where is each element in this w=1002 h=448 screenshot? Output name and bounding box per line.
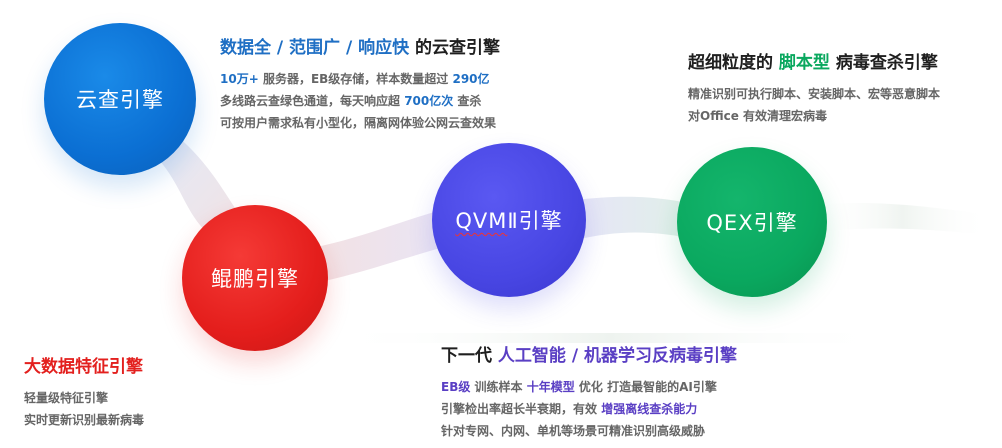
cloud-line-1-c: 290亿 — [452, 72, 490, 86]
qex-engine-label: QEX引擎 — [706, 211, 798, 235]
qvm-line-1-d: 优化 打造最智能的AI引擎 — [574, 380, 717, 394]
cloud-heading-highlight: 数据全 / 范围广 / 响应快 — [220, 38, 410, 58]
cloud-line-1: 10万+ 服务器，EB级存储，样本数量超过 290亿 — [220, 70, 500, 87]
qex-heading-highlight: 脚本型 — [778, 53, 830, 73]
qvm-line-2: 引擎检出率超长半衰期，有效 增强离线查杀能力 — [441, 400, 737, 417]
qex-heading-a: 超细粒度的 — [688, 53, 779, 73]
cloud-engine-node: 云查引擎 — [44, 23, 196, 175]
cloud-line-2: 多线路云查绿色通道，每天响应超 700亿次 查杀 — [220, 92, 500, 109]
qvm-line-1-c: 十年模型 — [526, 380, 575, 394]
connector-kunpeng-qvm — [300, 205, 470, 285]
kunpeng-engine-node: 鲲鹏引擎 — [182, 205, 328, 351]
kunpeng-line-2: 实时更新识别最新病毒 — [24, 413, 145, 427]
qex-line-1: 精准识别可执行脚本、安装脚本、宏等恶意脚本 — [688, 87, 941, 101]
qvm-heading-a: 下一代 — [441, 346, 498, 366]
qvm-line-3: 针对专网、内网、单机等场景可精准识别高级威胁 — [441, 424, 706, 438]
kunpeng-engine-heading: 大数据特征引擎 — [24, 357, 143, 377]
cloud-engine-label: 云查引擎 — [76, 88, 164, 112]
cloud-heading-rest: 的云查引擎 — [409, 38, 501, 58]
qvm-heading-highlight: 人工智能 / 机器学习反病毒引擎 — [497, 346, 737, 366]
qvm-engine-description: 下一代 人工智能 / 机器学习反病毒引擎 EB级 训练样本 十年模型 优化 打造… — [441, 341, 737, 439]
qex-engine-description: 超细粒度的 脚本型 病毒查杀引擎 精准识别可执行脚本、安装脚本、宏等恶意脚本 对… — [688, 48, 940, 124]
qvm-line-1-b: 训练样本 — [470, 380, 527, 394]
qvm-line-2-a: 引擎检出率超长半衰期，有效 — [441, 402, 602, 416]
qvm-engine-label: QVMⅡ引擎 — [455, 205, 562, 235]
qex-engine-node: QEX引擎 — [677, 147, 827, 297]
cloud-line-2-c: 查杀 — [453, 94, 482, 108]
qvm-engine-node: QVMⅡ引擎 — [432, 143, 586, 297]
connector-qex-tail — [815, 203, 990, 235]
cloud-engine-heading: 数据全 / 范围广 / 响应快 的云查引擎 — [220, 33, 500, 58]
kunpeng-engine-description: 大数据特征引擎 轻量级特征引擎 实时更新识别最新病毒 — [24, 352, 144, 428]
cloud-line-3: 可按用户需求私有小型化，隔离网体验公网云查效果 — [220, 116, 497, 130]
cloud-line-1-b: 服务器，EB级存储，样本数量超过 — [258, 72, 453, 86]
kunpeng-line-1: 轻量级特征引擎 — [24, 391, 109, 405]
qex-line-2: 对Office 有效清理宏病毒 — [688, 109, 828, 123]
qvm-line-1: EB级 训练样本 十年模型 优化 打造最智能的AI引擎 — [441, 378, 737, 395]
qex-engine-heading: 超细粒度的 脚本型 病毒查杀引擎 — [688, 48, 940, 73]
cloud-line-2-a: 多线路云查绿色通道，每天响应超 — [220, 94, 405, 108]
connector-qvm-qex — [575, 196, 700, 240]
qvm-line-1-a: EB级 — [441, 380, 471, 394]
cloud-line-1-a: 10万+ — [220, 72, 259, 86]
qvm-engine-label-main: QVM — [455, 209, 508, 233]
qvm-engine-label-suffix: 引擎 — [518, 209, 563, 233]
qvm-engine-label-num: Ⅱ — [507, 209, 519, 233]
qvm-engine-heading: 下一代 人工智能 / 机器学习反病毒引擎 — [441, 341, 737, 366]
qex-heading-b: 病毒查杀引擎 — [829, 53, 938, 73]
qvm-line-2-b: 增强离线查杀能力 — [601, 402, 698, 416]
cloud-engine-description: 数据全 / 范围广 / 响应快 的云查引擎 10万+ 服务器，EB级存储，样本数… — [220, 33, 500, 131]
baseline-shadow — [330, 333, 890, 343]
cloud-line-2-b: 700亿次 — [404, 94, 454, 108]
kunpeng-engine-label: 鲲鹏引擎 — [211, 267, 299, 291]
